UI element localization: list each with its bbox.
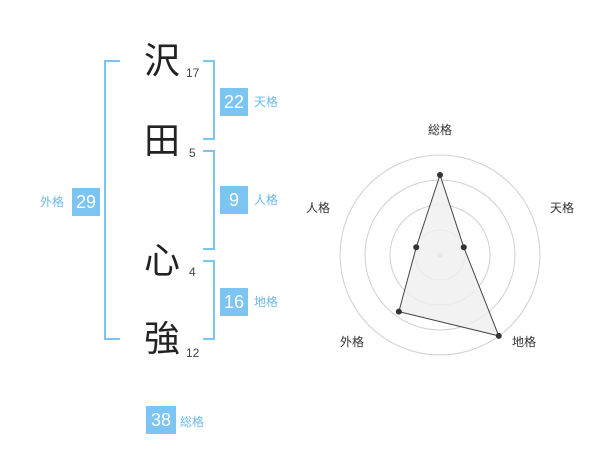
radar-point-2 (495, 332, 502, 339)
jinkaku-value-box: 9 (220, 186, 248, 214)
jinkaku-bracket (203, 150, 215, 250)
radar-axis-label-chikaku: 地格 (512, 334, 536, 349)
radar-axis-label-jinkaku: 人格 (306, 200, 330, 215)
radar-point-0 (437, 172, 443, 178)
chikaku-bracket (203, 260, 215, 340)
radar-ring-4 (339, 154, 541, 356)
stroke-count-1: 17 (186, 66, 200, 80)
radar-chart: 総格 天格 地格 外格 人格 (306, 122, 574, 356)
jinkaku-label: 人格 (254, 193, 279, 207)
name-char-2: 田 (143, 121, 180, 162)
tenkaku-label: 天格 (254, 95, 279, 109)
radar-point-3 (395, 308, 402, 315)
stroke-count-2: 5 (189, 146, 196, 160)
radar-axis-label-gaikaku: 外格 (340, 334, 364, 349)
chikaku-label: 地格 (254, 295, 279, 309)
tenkaku-value-box: 22 (220, 88, 248, 116)
radar-points (395, 172, 502, 339)
radar-point-4 (413, 244, 420, 251)
radar-point-1 (460, 244, 467, 251)
name-char-3: 心 (143, 241, 180, 282)
soukaku-label: 総格 (180, 415, 205, 429)
soukaku-value-box: 38 (146, 406, 176, 434)
radar-axis-label-soukaku: 総格 (428, 122, 452, 137)
gaikaku-label: 外格 (40, 195, 65, 209)
tenkaku-bracket (203, 60, 215, 140)
gaikaku-value-box: 29 (72, 188, 100, 216)
stroke-count-3: 4 (189, 265, 196, 279)
radar-axis-label-tenkaku: 天格 (550, 200, 574, 215)
radar-series-polygon (398, 173, 500, 337)
stroke-count-4: 12 (186, 346, 200, 360)
chikaku-value-box: 16 (220, 288, 248, 316)
gaikaku-bracket (104, 60, 120, 340)
name-char-4: 強 (143, 319, 180, 360)
name-char-1: 沢 (143, 41, 180, 82)
